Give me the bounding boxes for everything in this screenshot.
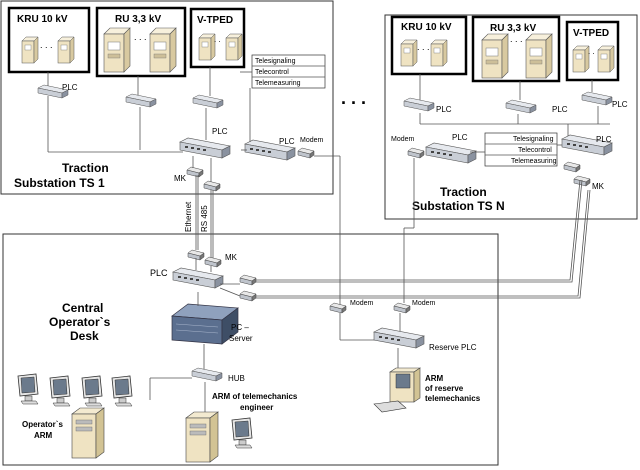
operator-arm-pc <box>71 407 105 459</box>
tsn-ru-label: RU 3,3 kV <box>490 23 536 34</box>
tsn-ru-cabinet-2 <box>525 33 553 79</box>
pc-server <box>171 303 239 345</box>
arm-reserve-label-line3: telemechanics <box>425 394 481 403</box>
reserve-plc-label: Reserve PLC <box>429 343 477 352</box>
operator-arm-label-line1: Operator`s <box>22 420 63 429</box>
pc-server-label-line2: Server <box>229 334 253 343</box>
ts1-plc-kru-label: PLC <box>62 83 78 92</box>
tsn-modem-label: Modem <box>391 136 415 143</box>
ts1-title-line1: Traction <box>62 161 109 175</box>
arm-reserve-label-line1: ARM <box>425 374 444 383</box>
ts1-kru-cabinet-1 <box>21 36 39 64</box>
ts1-ru-cabinet-2 <box>149 27 177 73</box>
ts1-vtped-cabinet-1 <box>198 33 216 61</box>
tsn-table-telesignaling: Telesignaling <box>513 136 554 143</box>
central-title-line1: Central <box>62 301 103 315</box>
ts1-tm-plc-label: PLC <box>279 137 295 146</box>
svg-text:. . .: . . . <box>510 34 523 44</box>
tsn-function-table <box>484 132 558 167</box>
arm-engineer-label-line2: engineer <box>240 403 273 412</box>
substation-ellipsis: . . . <box>341 88 366 108</box>
tsn-kru-label: KRU 10 kV <box>401 22 452 33</box>
central-title-line3: Desk <box>70 329 99 343</box>
tsn-mk-label: MK <box>592 182 605 191</box>
central-title-line2: Operator`s <box>49 315 111 329</box>
tsn-title-line1: Traction <box>440 185 487 199</box>
svg-text:. .: . . <box>588 47 595 56</box>
tsn-table-telecontrol: Telecontrol <box>518 147 552 154</box>
tsn-ru-cabinet-1 <box>481 33 509 79</box>
tsn-plc-ru-label: PLC <box>552 105 568 114</box>
ts1-function-table <box>251 54 326 89</box>
ts1-table-telecontrol: Telecontrol <box>255 69 289 76</box>
tsn-kru-cabinet-2 <box>430 39 448 67</box>
central-plc-label: PLC <box>150 268 168 278</box>
svg-text:. .: . . <box>214 35 221 44</box>
reserve-arm-pc <box>373 367 421 413</box>
ts1-modem-label: Modem <box>300 137 324 144</box>
tsn-kru-cabinet-1 <box>400 39 418 67</box>
rs485-label: RS 485 <box>200 205 209 232</box>
ts1-kru-cabinet-2 <box>57 36 75 64</box>
ethernet-label: Ethernet <box>184 201 193 232</box>
tsn-vtped-cabinet-2 <box>597 45 615 73</box>
ts1-ru-label: RU 3,3 kV <box>115 14 161 25</box>
tsn-tm-plc-label: PLC <box>452 133 468 142</box>
ts1-vtped-label: V-TPED <box>197 15 233 26</box>
central-modem-2-label: Modem <box>412 300 436 307</box>
ts1-table-telesignaling: Telesignaling <box>255 58 296 65</box>
tsn-plc-kru-label: PLC <box>436 105 452 114</box>
tsn-table-telemeasuring: Telemeasuring <box>511 158 557 165</box>
ts1-table-telemeasuring: Telemeasuring <box>255 80 301 87</box>
arm-reserve-label-line2: of reserve <box>425 384 464 393</box>
svg-text:. . .: . . . <box>417 42 430 52</box>
ts1-kru-label: KRU 10 kV <box>17 14 68 25</box>
svg-text:. . .: . . . <box>40 40 53 50</box>
ts1-title-line2: Substation TS 1 <box>14 176 105 190</box>
ts1-mk-label: MK <box>174 174 187 183</box>
tsn-plc-vtped-label: PLC <box>612 100 628 109</box>
central-mk-label: MK <box>225 253 238 262</box>
operator-arm-label-line2: ARM <box>34 431 53 440</box>
tsn-vtped-label: V-TPED <box>573 28 609 39</box>
tsn-title-line2: Substation TS N <box>412 199 505 213</box>
central-modem-1-label: Modem <box>350 300 374 307</box>
hub-label: HUB <box>228 374 245 383</box>
arm-engineer-label-line1: ARM of telemechanics <box>212 392 298 401</box>
svg-text:. . .: . . . <box>134 32 147 42</box>
tsn-vtped-cabinet-1 <box>572 45 590 73</box>
tsn-main-plc-label: PLC <box>596 135 612 144</box>
ts1-vtped-cabinet-2 <box>225 33 243 61</box>
engineer-pc <box>185 411 219 463</box>
ts1-main-plc-label: PLC <box>212 127 228 136</box>
pc-server-label-line1: PC – <box>231 323 249 332</box>
ts1-ru-cabinet-1 <box>103 27 131 73</box>
